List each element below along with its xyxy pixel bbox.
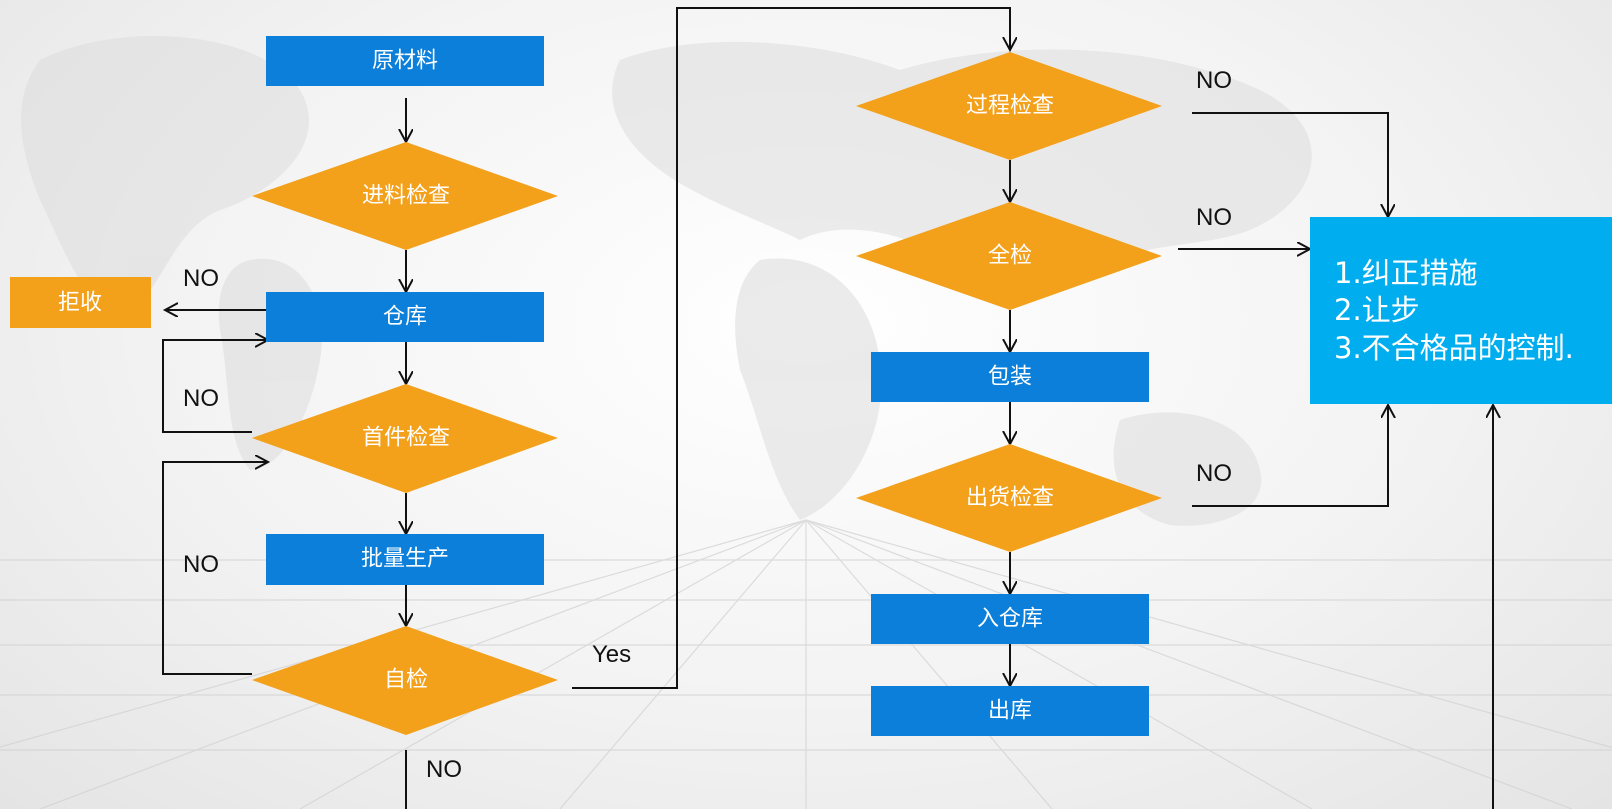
node-first-article-inspection: 首件检查: [252, 384, 558, 493]
label-no-self-down: NO: [426, 756, 462, 783]
action-line-3: 3.不合格品的控制.: [1334, 331, 1574, 365]
node-reject: 拒收: [10, 277, 151, 328]
node-warehouse-label: 仓库: [383, 305, 427, 330]
action-line-1: 1.纠正措施: [1334, 256, 1478, 290]
node-process-inspection-label: 过程检查: [966, 94, 1054, 119]
label-no-warehouse-loop: NO: [183, 385, 219, 412]
edge-first-loop-back: [162, 340, 268, 433]
edge-shipment-no-to-action: [1192, 405, 1388, 507]
node-outbound: 出库: [871, 686, 1149, 736]
node-packaging-label: 包装: [988, 365, 1032, 390]
node-incoming-inspection: 进料检查: [252, 142, 558, 250]
node-process-inspection: 过程检查: [856, 52, 1162, 160]
node-first-article-label: 首件检查: [362, 426, 450, 451]
node-incoming-inspection-label: 进料检查: [362, 184, 450, 209]
label-no-shipment: NO: [1196, 460, 1232, 487]
node-mass-production-label: 批量生产: [361, 547, 449, 572]
node-corrective-action-box: 1.纠正措施 2.让步 3.不合格品的控制.: [1310, 217, 1612, 404]
node-packaging: 包装: [871, 352, 1149, 402]
edge-self-loop-back: [162, 462, 268, 675]
node-full-inspection-label: 全检: [988, 244, 1032, 269]
action-line-2: 2.让步: [1334, 293, 1420, 327]
node-full-inspection: 全检: [856, 202, 1162, 310]
label-no-process: NO: [1196, 67, 1232, 94]
label-no-full: NO: [1196, 204, 1232, 231]
label-yes-self: Yes: [592, 641, 631, 668]
node-warehousing: 入仓库: [871, 594, 1149, 644]
node-mass-production: 批量生产: [266, 534, 544, 585]
node-raw-material-label: 原材料: [372, 49, 438, 74]
node-self-inspection-label: 自检: [384, 668, 428, 693]
node-warehousing-label: 入仓库: [977, 607, 1043, 632]
edge-process-no-to-action: [1192, 112, 1388, 217]
connectors: [162, 7, 1493, 809]
node-raw-material: 原材料: [266, 36, 544, 86]
label-no-reject: NO: [183, 265, 219, 292]
node-self-inspection: 自检: [252, 626, 558, 735]
edge-self-yes-to-process: [572, 7, 1010, 689]
node-shipment-inspection: 出货检查: [856, 444, 1162, 552]
node-reject-label: 拒收: [58, 291, 102, 316]
label-no-production-loop: NO: [183, 551, 219, 578]
node-shipment-inspection-label: 出货检查: [966, 486, 1054, 511]
node-warehouse: 仓库: [266, 292, 544, 342]
node-outbound-label: 出库: [988, 699, 1032, 724]
